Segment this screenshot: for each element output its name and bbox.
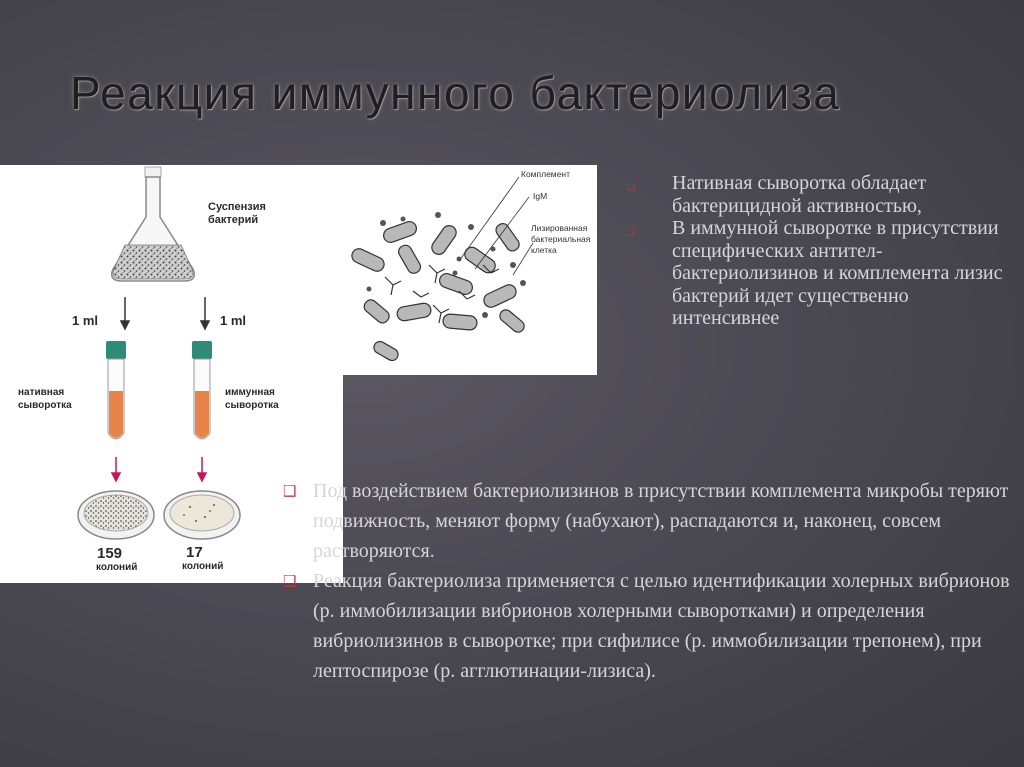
colony-unit-right: колоний bbox=[182, 561, 223, 572]
slide-title: Реакция иммунного бактериолиза bbox=[70, 67, 841, 119]
lysed-cell-line3: клетка bbox=[531, 245, 557, 255]
dose-right-label: 1 ml bbox=[220, 313, 246, 328]
colony-count-left: 159 bbox=[97, 545, 122, 562]
bullet-list-top: ❑ Нативная сыворотка обладает бактерицид… bbox=[625, 172, 1005, 330]
bullet-item: ❑ Реакция бактериолиза применяется с цел… bbox=[283, 566, 1013, 686]
complement-label: Комплемент bbox=[521, 169, 570, 179]
igm-label: IgM bbox=[533, 191, 547, 201]
lysed-cell-line1: Лизированная bbox=[531, 223, 588, 233]
native-serum-line1: нативная bbox=[18, 387, 64, 398]
immune-serum-line2: сыворотка bbox=[225, 400, 279, 411]
bullet-item: ❑ Под воздействием бактериолизинов в при… bbox=[283, 476, 1013, 566]
bullet-item: ❑ Нативная сыворотка обладает бактерицид… bbox=[625, 172, 1005, 217]
square-bullet-icon: ❑ bbox=[627, 228, 636, 238]
suspension-label-line1: Суспензия bbox=[208, 201, 266, 213]
colony-unit-left: колоний bbox=[96, 562, 137, 573]
bullet-item: ❑ В иммунной сыворотке в присутствии спе… bbox=[625, 217, 1005, 330]
square-bullet-icon: ❑ bbox=[627, 183, 636, 193]
test-tube-icon bbox=[106, 341, 212, 440]
checkbox-bullet-icon: ❑ bbox=[283, 482, 297, 500]
bacteriolysis-experiment-figure: Суспензия бактерий 1 ml 1 ml нативная сы… bbox=[0, 165, 343, 583]
suspension-label-line2: бактерий bbox=[208, 214, 258, 226]
dose-left-label: 1 ml bbox=[72, 313, 98, 328]
flask-icon bbox=[110, 166, 196, 282]
native-serum-line2: сыворотка bbox=[18, 400, 72, 411]
bullet-list-bottom: ❑ Под воздействием бактериолизинов в при… bbox=[283, 476, 1013, 686]
arrow-down-icon bbox=[119, 297, 211, 331]
bullet-text: В иммунной сыворотке в присутствии специ… bbox=[672, 217, 1003, 329]
pink-arrow-down-icon bbox=[110, 457, 208, 483]
bullet-text: Нативная сыворотка обладает бактерицидно… bbox=[672, 172, 927, 217]
bullet-text: Под воздействием бактериолизинов в прису… bbox=[313, 480, 1009, 562]
petri-dish-icon bbox=[77, 490, 241, 540]
lysed-cell-line2: бактериальная bbox=[531, 234, 591, 244]
bullet-text: Реакция бактериолиза применяется с целью… bbox=[313, 570, 1010, 682]
complement-lysis-schematic: Комплемент IgM Лизированная бактериальна… bbox=[343, 165, 597, 375]
checkbox-bullet-icon: ❑ bbox=[283, 572, 297, 590]
immune-serum-line1: иммунная bbox=[225, 387, 275, 398]
colony-count-right: 17 bbox=[186, 544, 203, 561]
